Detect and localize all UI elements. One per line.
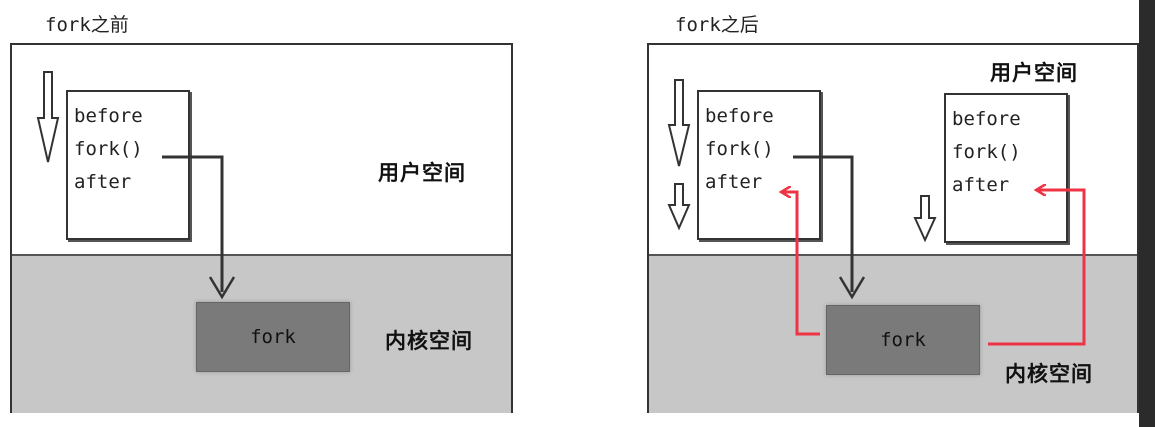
fork-call-arrow-left [162,155,224,292]
return-arrow-parent [781,192,820,336]
child-flow-arrow-icon [913,195,937,243]
parent-flow-arrow-lower-icon [667,183,691,231]
fork-call-arrowhead-right-icon [838,276,866,300]
code-box-left: before fork() after [66,90,190,240]
parent-code-line-before: before [705,105,774,127]
parent-code-line-fork: fork() [705,138,774,160]
fork-syscall-box-right: fork [826,305,980,375]
child-code-box: before fork() after [944,93,1068,243]
child-code-line-before: before [952,108,1021,130]
kernel-space-label-right: 内核空间 [1005,362,1093,386]
right-edge [1139,0,1155,427]
execution-down-arrow-icon [36,71,60,163]
kernel-space-label-left: 内核空间 [385,329,473,353]
return-arrow-child [988,190,1086,346]
user-space-label-right: 用户空间 [990,61,1078,85]
panel-title-after: fork之后 [675,14,759,36]
parent-flow-arrow-upper-icon [667,79,691,167]
child-code-line-after: after [952,174,1010,196]
code-line-before: before [74,105,143,127]
fork-call-arrowhead-left-icon [208,276,236,300]
fork-syscall-box-left: fork [196,302,350,372]
parent-code-line-after: after [705,171,763,193]
parent-code-box: before fork() after [697,90,821,240]
code-line-fork: fork() [74,138,143,160]
code-line-after: after [74,171,132,193]
fork-call-arrow-right [793,155,854,292]
child-code-line-fork: fork() [952,141,1021,163]
panel-title-before: fork之前 [45,14,129,36]
user-space-label-left: 用户空间 [378,161,466,185]
